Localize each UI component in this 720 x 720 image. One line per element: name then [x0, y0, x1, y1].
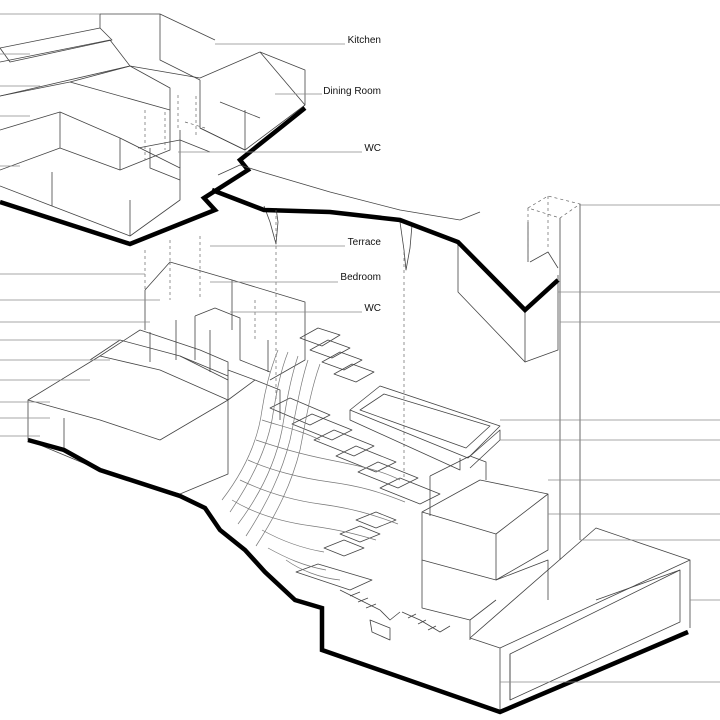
- vertical-guides: [144, 236, 201, 290]
- upper-floor-slab: [0, 106, 307, 247]
- lower-right-block: [469, 527, 691, 712]
- label-terrace: Terrace: [348, 237, 382, 248]
- right-block-volumes: [421, 455, 549, 640]
- upper-floor-volumes: [0, 13, 306, 237]
- contours: [221, 349, 406, 581]
- label-kitchen: Kitchen: [348, 35, 381, 46]
- tower-volume: [527, 195, 581, 560]
- leader-lines: [0, 13, 720, 683]
- terrace-volumes: [217, 164, 559, 363]
- label-lower-wc: WC: [364, 303, 381, 314]
- ground-floor-volumes: [27, 210, 405, 495]
- ground-floor-slab: [27, 437, 689, 715]
- terrace-slab: [211, 187, 560, 314]
- label-dining-room: Dining Room: [323, 86, 381, 97]
- stairs: [269, 327, 451, 641]
- label-upper-wc: WC: [364, 143, 381, 154]
- pool: [349, 385, 501, 471]
- label-bedroom: Bedroom: [340, 272, 381, 283]
